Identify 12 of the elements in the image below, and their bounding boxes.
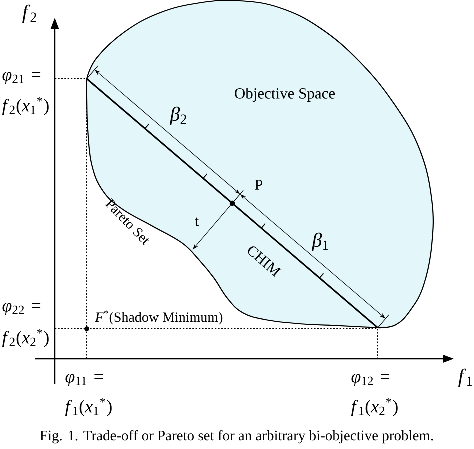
axis-value-label: φ$_{22}$ = f$_{2}$(x$_{2}$$^{*}$) bbox=[2, 303, 49, 348]
dimension-label: t bbox=[195, 218, 199, 226]
point-label: P bbox=[255, 180, 263, 190]
point-label: F$^{*}$(Shadow Minimum) bbox=[95, 310, 223, 325]
dimension-label: β$_{2}$ bbox=[170, 106, 186, 126]
axis-value-label: φ$_{11}$ = f$_{1}$(x$_{1}$$^{*}$) bbox=[65, 374, 112, 416]
axis-label: f$_{2}$ bbox=[22, 4, 36, 24]
axis-value-label: φ$_{12}$ = f$_{1}$(x$_{2}$$^{*}$) bbox=[351, 374, 398, 416]
axis-value-label: φ$_{21}$ = f$_{2}$(x$_{1}$$^{*}$) bbox=[2, 72, 49, 116]
axis-label: f$_{1}$ bbox=[458, 368, 472, 388]
caption: Fig. 1. Trade-off or Pareto set for an arbitrary bi-objective problem. bbox=[40, 430, 434, 444]
dimension-label: β$_{1}$ bbox=[312, 232, 328, 252]
